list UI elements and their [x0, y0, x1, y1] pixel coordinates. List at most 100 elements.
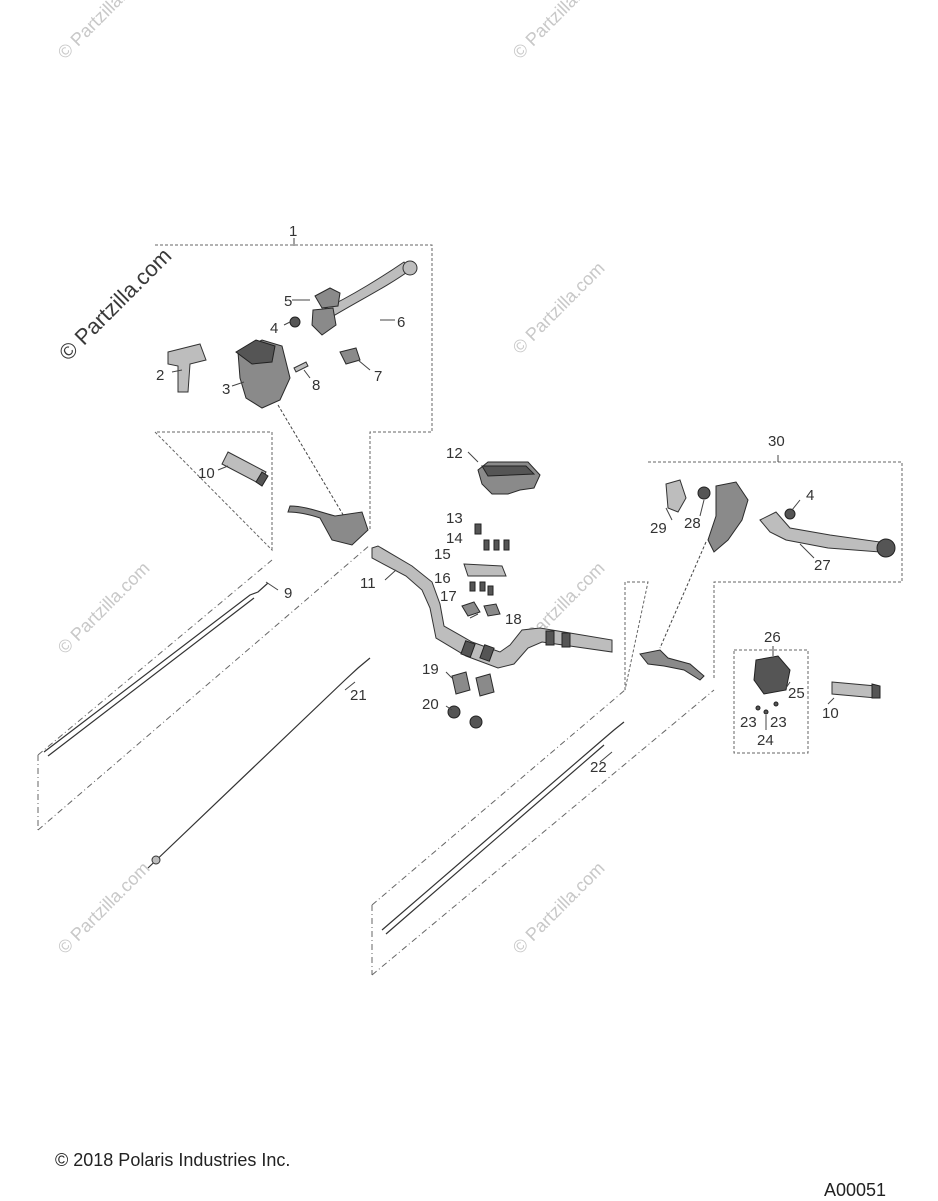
part-7-bolt: [339, 347, 361, 365]
callout-14: 14: [446, 530, 463, 547]
part-24-screw: [763, 709, 769, 715]
watermark-top-mid: © Partzilla.com: [509, 0, 609, 63]
part-15-plate: [463, 563, 507, 577]
part-21-cable: [147, 657, 371, 869]
watermark-left-mid: © Partzilla.com: [54, 558, 154, 658]
callout-10a: 10: [198, 465, 215, 482]
callout-9: 9: [284, 585, 292, 602]
callout-26: 26: [764, 629, 781, 646]
part-14-bolt-b: [493, 539, 500, 551]
assembled-right-lever: [639, 649, 705, 681]
part-23-screw-b: [773, 701, 779, 707]
part-20-nut-a: [447, 705, 461, 719]
copyright-notice: © 2018 Polaris Industries Inc.: [55, 1150, 291, 1170]
part-22-cable: [381, 721, 625, 931]
part-19-clamp-b: [475, 673, 495, 697]
part-19-clamp-a: [451, 671, 471, 695]
watermark-mid-right: © Partzilla.com: [509, 258, 609, 358]
callout-3: 3: [222, 381, 230, 398]
part-27-lever: [759, 511, 881, 553]
part-9-cable: [43, 582, 269, 753]
callout-1: 1: [289, 223, 297, 240]
part-18-clamp-b: [483, 603, 501, 617]
part-10-grip-right-end: [871, 683, 881, 699]
callout-23a: 23: [740, 714, 757, 731]
leader-30-assembly: [659, 541, 707, 649]
part-12-cover-top: [481, 465, 536, 477]
callout-28: 28: [684, 515, 701, 532]
callout-8: 8: [312, 377, 320, 394]
part-10-grip-right: [831, 681, 877, 699]
part-14-bolt-c: [503, 539, 510, 551]
part-11-band-3: [545, 630, 555, 646]
part-22-cable-inner: [385, 744, 605, 935]
leader-3-assembly: [277, 404, 346, 519]
group-box-1: [153, 244, 433, 552]
part-6-lever-ball: [402, 260, 418, 276]
callout-15: 15: [434, 546, 451, 563]
callout-5: 5: [284, 293, 292, 310]
part-6-lever: [321, 261, 411, 319]
part-23-screw-a: [755, 705, 761, 711]
watermark-bottom-left: © Partzilla.com: [54, 858, 154, 958]
part-27-lever-ball: [876, 538, 896, 558]
group-box-30: [624, 461, 903, 691]
part-11-band-4: [561, 632, 571, 648]
cable-guide-22: [371, 689, 715, 976]
callout-20: 20: [422, 696, 439, 713]
leader-lines: [171, 299, 835, 763]
part-30-lever-body: [707, 481, 749, 553]
part-26-switch: [753, 655, 791, 695]
callout-21: 21: [350, 687, 367, 704]
figure-id: A00051: [823, 1180, 886, 1200]
part-17-bolt: [487, 585, 494, 596]
part-14-bolt-a: [483, 539, 490, 551]
part-11-band-2: [479, 644, 495, 662]
callout-4a: 4: [270, 320, 278, 337]
group-box-26: [733, 649, 809, 754]
part-4-nut-left: [289, 316, 301, 328]
part-20-nut-b: [469, 715, 483, 729]
part-3-reservoir: [235, 339, 276, 365]
part-18-clamp: [461, 601, 481, 617]
callout-17: 17: [440, 588, 457, 605]
callout-13: 13: [446, 510, 463, 527]
callout-27: 27: [814, 557, 831, 574]
callout-12: 12: [446, 445, 463, 462]
callout-29: 29: [650, 520, 667, 537]
part-5-clamp: [314, 287, 341, 309]
part-11-band-1: [460, 640, 476, 658]
part-4-nut-right: [784, 508, 796, 520]
callout-7: 7: [374, 368, 382, 385]
part-16-bolt: [469, 581, 476, 592]
cable-guide-9: [37, 544, 371, 831]
part-21-cable-end: [151, 855, 161, 865]
watermark-main: © Partzilla.com: [54, 243, 177, 366]
callout-30: 30: [768, 433, 785, 450]
callout-11: 11: [360, 575, 376, 592]
callouts: 1 5 4 6 2 3 7 8 10 12 13 14 15 11 16 17 …: [156, 223, 839, 776]
part-8-pin: [293, 361, 309, 373]
callout-22: 22: [590, 759, 607, 776]
callout-19: 19: [422, 661, 439, 678]
callout-23b: 23: [770, 714, 787, 731]
callout-16: 16: [434, 570, 451, 587]
part-9-cable-inner: [47, 597, 255, 757]
watermark-bottom-mid: © Partzilla.com: [509, 858, 609, 958]
assembled-left-lever: [287, 505, 369, 546]
callout-10b: 10: [822, 705, 839, 722]
callout-24: 24: [757, 732, 774, 749]
part-2-bracket: [167, 343, 207, 393]
part-29-bracket: [665, 479, 687, 513]
callout-2: 2: [156, 367, 164, 384]
part-13-bolt: [474, 523, 482, 535]
part-16-bolt-b: [479, 581, 486, 592]
watermark-top-left: © Partzilla.com: [54, 0, 154, 63]
part-10-grip-left-end: [255, 471, 269, 487]
part-6-lever-pivot: [311, 307, 337, 336]
callout-25: 25: [788, 685, 805, 702]
callout-6: 6: [397, 314, 405, 331]
callout-4b: 4: [806, 487, 814, 504]
part-28-nut: [697, 486, 711, 500]
